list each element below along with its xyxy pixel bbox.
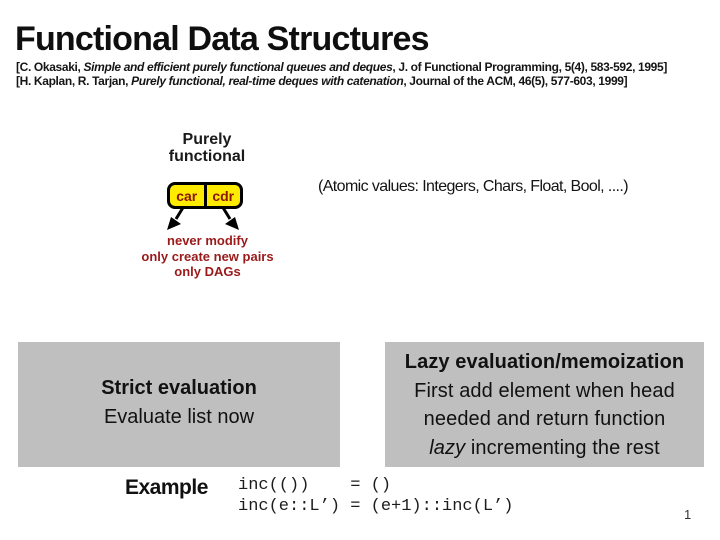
purely-functional-line2: functional [168, 148, 246, 165]
strict-evaluation-box: Strict evaluation Evaluate list now [18, 342, 340, 467]
page-title: Functional Data Structures [15, 20, 430, 58]
citation-2-authors: [H. Kaplan, R. Tarjan, [16, 73, 132, 88]
citation-list: [C. Okasaki, Simple and efficient purely… [16, 60, 716, 89]
citation-1-venue: , J. of Functional Programming, 5(4), 58… [392, 60, 667, 74]
code-snippet: inc(()) = ()inc(e::L’) = (e+1)::inc(L’) [238, 476, 513, 517]
note-line: only create new pairs [141, 248, 274, 264]
lazy-evaluation-box: Lazy evaluation/memoization First add el… [385, 342, 704, 467]
immutability-notes: never modify only create new pairs only … [110, 233, 305, 280]
cons-pair-box: car cdr [167, 182, 243, 209]
note-line: never modify [167, 233, 248, 248]
cdr-cell: cdr [212, 187, 235, 204]
lazy-italic-word: lazy [429, 436, 466, 459]
atomic-values-note: (Atomic values: Integers, Chars, Float, … [318, 178, 629, 195]
note-line: only DAGs [174, 264, 241, 279]
citation-1: [C. Okasaki, Simple and efficient purely… [16, 60, 716, 75]
car-cell: car [170, 185, 207, 206]
page-number: 1 [684, 507, 692, 522]
lazy-evaluation-heading: Lazy evaluation/memoization [404, 351, 685, 373]
strict-evaluation-heading: Strict evaluation [101, 377, 257, 399]
citation-2: [H. Kaplan, R. Tarjan, Purely functional… [16, 73, 716, 89]
lazy-line4-rest: incrementing the rest [465, 436, 660, 459]
code-line-1: inc(()) = () [238, 476, 392, 495]
lazy-evaluation-line4: lazy incrementing the rest [385, 434, 704, 463]
citation-1-paper-title: Simple and efficient purely functional q… [83, 60, 393, 74]
citation-1-authors: [C. Okasaki, [16, 60, 84, 74]
citation-2-venue: , Journal of the ACM, 46(5), 577-603, 19… [403, 73, 628, 88]
purely-functional-line1: Purely [182, 131, 232, 148]
example-label: Example [125, 476, 208, 499]
strict-evaluation-body: Evaluate list now [103, 405, 255, 428]
purely-functional-label: Purely functional [140, 131, 274, 165]
citation-2-paper-title: Purely functional, real-time deques with… [131, 73, 404, 88]
code-line-2: inc(e::L’) = (e+1)::inc(L’) [238, 496, 514, 516]
lazy-evaluation-line3: needed and return function [423, 408, 666, 430]
pointer-arrows-icon [167, 206, 239, 230]
lazy-evaluation-line2: First add element when head [414, 379, 675, 402]
